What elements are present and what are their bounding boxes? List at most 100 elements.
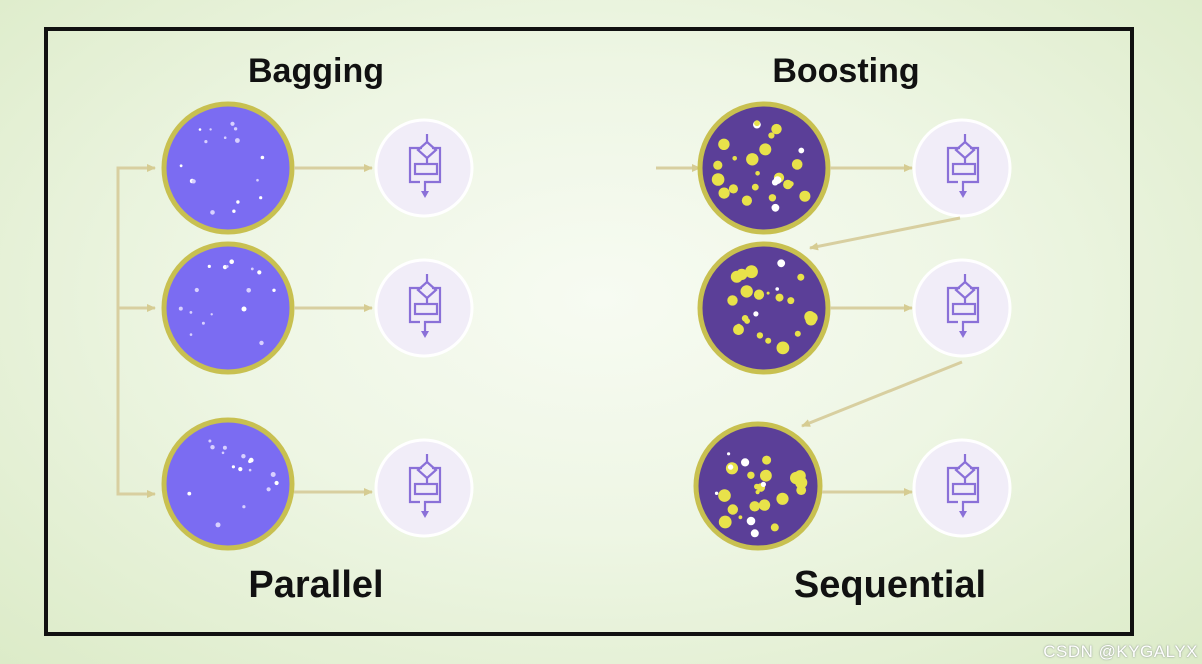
sample-dot: [736, 268, 748, 280]
boosting-dataset-1-samples: [711, 120, 811, 212]
sample-dot: [260, 155, 265, 160]
sample-dot: [760, 481, 767, 487]
sample-dot: [775, 287, 779, 291]
sequential-caption: Sequential: [794, 564, 986, 606]
sample-dot: [798, 147, 805, 154]
sample-dot: [189, 333, 193, 336]
sample-dot: [749, 501, 760, 512]
sample-dot: [776, 341, 790, 355]
sample-dot: [274, 480, 279, 486]
sample-dot: [806, 312, 818, 324]
sample-dot: [221, 451, 225, 455]
sample-dot: [198, 128, 202, 131]
sample-dot: [242, 505, 246, 509]
sample-dot: [256, 178, 259, 182]
sample-dot: [771, 123, 782, 135]
sample-dot: [248, 468, 252, 472]
sample-dot: [229, 259, 234, 265]
sample-dot: [783, 179, 793, 190]
sample-dot: [794, 330, 801, 337]
sample-dot: [738, 515, 743, 520]
sample-dot: [259, 196, 263, 200]
sample-dot: [210, 313, 213, 316]
parallel-caption: Parallel: [248, 564, 383, 606]
sample-dot: [760, 469, 772, 482]
sample-dot: [762, 455, 772, 465]
diagram-frame: [44, 27, 1134, 636]
boosting-row-3: [693, 421, 1012, 551]
sample-dot: [179, 164, 183, 168]
sample-dot: [791, 159, 803, 170]
sample-dot: [740, 285, 753, 298]
watermark: CSDN @KYGALYX: [1043, 642, 1198, 661]
boosting-feedback-arrow-1: [809, 216, 961, 251]
sample-dot: [754, 120, 760, 127]
bagging-model-2: [374, 258, 474, 358]
sample-dot: [718, 138, 730, 150]
sample-dot: [745, 265, 758, 279]
sample-dot: [728, 184, 739, 194]
sample-dot: [222, 445, 227, 450]
sample-dot: [727, 504, 738, 515]
sample-dot: [727, 464, 734, 470]
sample-dot: [235, 138, 240, 143]
sample-dot: [746, 153, 759, 166]
boosting-feedback-arrow-2: [801, 360, 963, 428]
sample-dot: [753, 289, 765, 300]
sample-dot: [210, 210, 215, 215]
sample-dot: [714, 164, 721, 170]
sample-dot: [231, 465, 235, 469]
sample-dot: [272, 288, 276, 292]
sample-dot: [233, 127, 238, 131]
sample-dot: [207, 264, 211, 268]
bagging-dataset-2: [161, 241, 295, 375]
sample-dot: [733, 324, 744, 335]
sample-dot: [799, 190, 811, 202]
bagging-row-2: [161, 241, 474, 375]
boosting-row-1: [697, 101, 1012, 235]
sample-dot: [741, 458, 750, 467]
sample-dot: [225, 265, 229, 268]
sample-dot: [257, 270, 262, 275]
bagging-dataset-1: [161, 101, 295, 235]
sample-dot: [727, 452, 731, 456]
sample-dot: [201, 321, 205, 325]
sample-dot: [770, 523, 779, 532]
sample-dot: [223, 136, 227, 139]
sample-dot: [741, 195, 753, 206]
sample-dot: [711, 173, 725, 186]
sample-dot: [248, 457, 254, 463]
bagging-row-1: [161, 101, 474, 235]
sample-dot: [732, 156, 737, 161]
bagging-title: Bagging: [248, 52, 384, 90]
boosting-dataset-1: [697, 101, 831, 235]
sample-dot: [230, 121, 235, 126]
sample-dot: [736, 323, 742, 329]
bagging-dataset-3-samples: [187, 439, 279, 528]
sample-dot: [766, 291, 770, 295]
sample-dot: [790, 471, 803, 485]
sample-dot: [773, 176, 782, 185]
boosting-model-2: [912, 258, 1012, 358]
sample-dot: [241, 454, 246, 459]
sample-dot: [797, 273, 805, 281]
sample-dot: [751, 183, 759, 191]
sample-dot: [756, 332, 764, 339]
sample-dot: [246, 288, 251, 293]
sample-dot: [178, 306, 183, 311]
boosting-title: Boosting: [772, 52, 919, 90]
sample-dot: [270, 472, 276, 477]
boosting-dataset-3-samples: [714, 452, 808, 538]
sample-dot: [714, 491, 719, 495]
sample-dot: [250, 267, 254, 271]
sample-dot: [746, 516, 756, 526]
sample-dot: [718, 515, 732, 529]
sample-dot: [787, 297, 795, 305]
sample-dot: [241, 306, 247, 312]
sample-dot: [236, 200, 240, 204]
boosting-dataset-2-samples: [727, 259, 818, 355]
sample-dot: [232, 209, 236, 213]
bagging-feeder-lines: [116, 164, 156, 498]
bagging-row-3: [161, 417, 474, 551]
sample-dot: [191, 179, 196, 184]
